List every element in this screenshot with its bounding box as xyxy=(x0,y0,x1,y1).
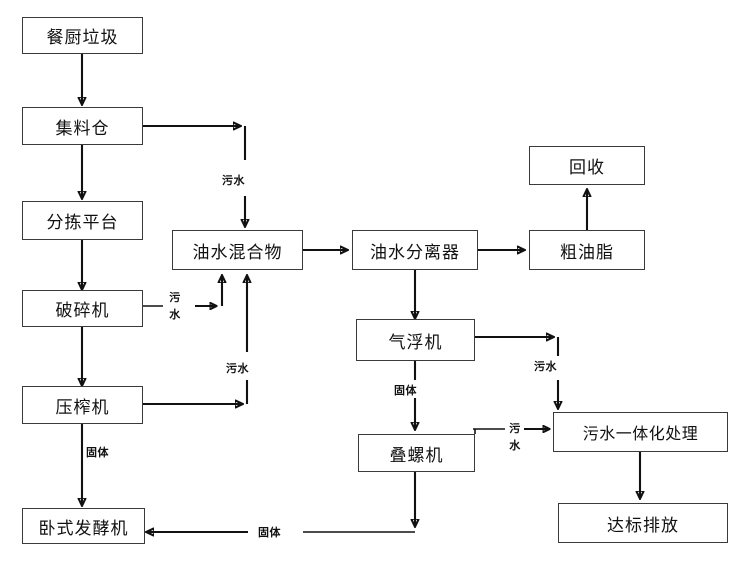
edge-label-solid-screw-press: 固体 xyxy=(258,527,281,539)
node-air-flotation[interactable]: 气浮机 xyxy=(356,319,475,361)
node-compliant-discharge[interactable]: 达标排放 xyxy=(558,503,728,543)
node-collection-bin[interactable]: 集料仓 xyxy=(22,107,143,145)
node-wastewater-treatment[interactable]: 污水一体化处理 xyxy=(553,412,728,452)
node-sorting-platform[interactable]: 分拣平台 xyxy=(22,201,143,240)
node-oil-water-mixture[interactable]: 油水混合物 xyxy=(172,230,303,270)
node-crude-oil[interactable]: 粗油脂 xyxy=(529,230,645,270)
edge-label-wastewater-screw-press: 污水 xyxy=(509,423,521,452)
node-press[interactable]: 压榨机 xyxy=(22,386,143,424)
node-recycle[interactable]: 回收 xyxy=(529,146,645,185)
edge-label-wastewater-press: 污水 xyxy=(226,363,249,375)
node-horizontal-fermenter[interactable]: 卧式发酵机 xyxy=(22,508,145,544)
edge-label-wastewater-collection-bin: 污水 xyxy=(222,175,245,187)
edge-label-wastewater-crusher: 污水 xyxy=(169,292,181,321)
node-crusher[interactable]: 破碎机 xyxy=(22,290,143,327)
edge-label-wastewater-air-flotation: 污水 xyxy=(534,361,557,373)
node-oil-water-separator[interactable]: 油水分离器 xyxy=(352,230,478,270)
edge-label-solid-air-flotation: 固体 xyxy=(394,385,417,397)
node-kitchen-waste[interactable]: 餐厨垃圾 xyxy=(22,17,143,54)
node-screw-press[interactable]: 叠螺机 xyxy=(358,434,475,472)
edge-label-solid-press: 固体 xyxy=(86,447,109,459)
